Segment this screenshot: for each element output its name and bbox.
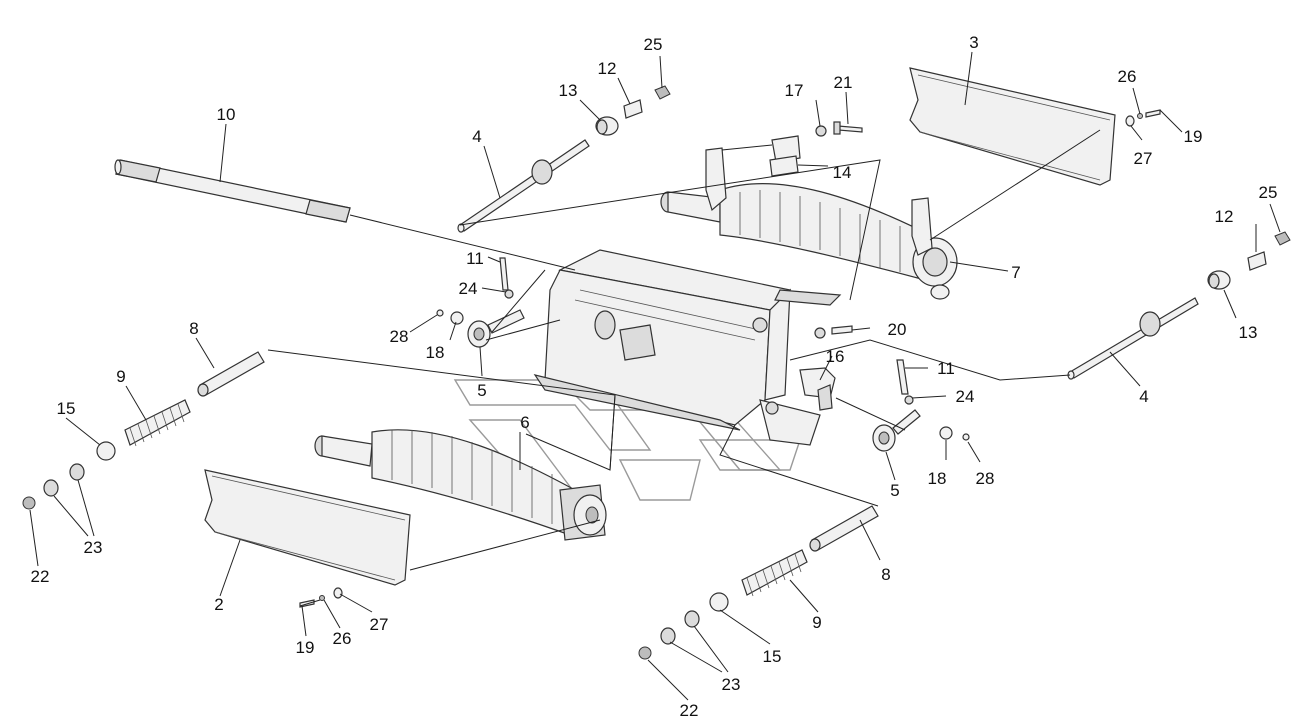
callout-27b: 27 bbox=[370, 615, 389, 634]
washer-20 bbox=[814, 325, 853, 339]
washer-18-right bbox=[939, 426, 953, 440]
callout-23a: 23 bbox=[84, 538, 103, 557]
callout-18b: 18 bbox=[928, 469, 947, 488]
nut-26-top bbox=[1137, 113, 1143, 119]
ring-28-right bbox=[962, 433, 970, 441]
shield-3 bbox=[909, 67, 1116, 186]
shaft-10 bbox=[114, 159, 351, 223]
callout-5b: 5 bbox=[890, 481, 899, 500]
callout-17: 17 bbox=[785, 81, 804, 100]
callout-11a: 11 bbox=[466, 249, 484, 268]
callout-14: 14 bbox=[833, 163, 852, 182]
callout-25a: 25 bbox=[644, 35, 663, 54]
roller-7 bbox=[660, 147, 958, 300]
lever-16 bbox=[799, 367, 836, 411]
pin-11-left bbox=[499, 257, 509, 291]
callout-12a: 12 bbox=[598, 59, 617, 78]
washer-27-bottom bbox=[333, 587, 343, 599]
pin-11-right bbox=[896, 359, 909, 395]
callout-15a: 15 bbox=[57, 399, 76, 418]
callout-21: 21 bbox=[834, 73, 853, 92]
bolt-21 bbox=[833, 121, 863, 135]
callout-26b: 26 bbox=[333, 629, 352, 648]
washer-17 bbox=[815, 125, 827, 137]
leader-lines bbox=[29, 51, 1281, 701]
nut-23-left-1 bbox=[69, 463, 85, 481]
nut-25-right bbox=[1274, 231, 1291, 246]
callout-12b: 12 bbox=[1215, 207, 1234, 226]
clip-12-top bbox=[623, 99, 643, 119]
nut-22-right bbox=[638, 646, 652, 660]
callout-19b: 19 bbox=[296, 638, 315, 657]
callout-13a: 13 bbox=[559, 81, 578, 100]
rod-8-right bbox=[809, 505, 879, 552]
callout-15b: 15 bbox=[763, 647, 782, 666]
nut-23-right-2 bbox=[660, 627, 676, 645]
washer-18-left bbox=[450, 311, 464, 325]
callout-4b: 4 bbox=[1139, 387, 1148, 406]
nut-24-right bbox=[904, 395, 914, 405]
callout-28a: 28 bbox=[390, 327, 409, 346]
bushing-13-top bbox=[595, 116, 619, 136]
bushing-13-right bbox=[1207, 270, 1231, 290]
washer-15-right bbox=[709, 592, 729, 612]
callout-13b: 13 bbox=[1239, 323, 1258, 342]
spring-9-right bbox=[741, 549, 808, 597]
nut-23-left-2 bbox=[43, 479, 59, 497]
washer-15-left bbox=[96, 441, 116, 461]
callout-labels: 25 12 13 4 10 3 17 21 14 26 27 19 25 12 … bbox=[31, 33, 1278, 720]
washer-27-top bbox=[1125, 115, 1135, 127]
callout-19a: 19 bbox=[1184, 127, 1203, 146]
callout-7: 7 bbox=[1011, 263, 1020, 282]
callout-8a: 8 bbox=[189, 319, 198, 338]
callout-25b: 25 bbox=[1259, 183, 1278, 202]
callout-22b: 22 bbox=[680, 701, 699, 720]
callout-11b: 11 bbox=[937, 359, 955, 378]
callout-20: 20 bbox=[888, 320, 907, 339]
callout-28b: 28 bbox=[976, 469, 995, 488]
callout-22a: 22 bbox=[31, 567, 50, 586]
callout-9b: 9 bbox=[812, 613, 821, 632]
callout-9a: 9 bbox=[116, 367, 125, 386]
bolt-19-top bbox=[1145, 109, 1161, 118]
clip-12-right bbox=[1247, 251, 1267, 271]
callout-16: 16 bbox=[826, 347, 845, 366]
bearing-5-right bbox=[872, 409, 921, 452]
spring-9-left bbox=[124, 399, 191, 447]
ring-28-left bbox=[436, 309, 444, 317]
callout-6: 6 bbox=[520, 413, 529, 432]
frame-housing bbox=[533, 249, 842, 446]
nut-24-left bbox=[504, 289, 514, 299]
callout-2: 2 bbox=[214, 595, 223, 614]
bracket-14 bbox=[769, 135, 801, 177]
shaft-4-right bbox=[1067, 297, 1199, 380]
callout-18a: 18 bbox=[426, 343, 445, 362]
callout-24b: 24 bbox=[956, 387, 975, 406]
nut-22-left bbox=[22, 496, 36, 510]
shield-2 bbox=[204, 469, 411, 586]
callout-10: 10 bbox=[217, 105, 236, 124]
nut-25-top bbox=[654, 85, 671, 100]
callout-4a: 4 bbox=[472, 127, 481, 146]
callout-8b: 8 bbox=[881, 565, 890, 584]
callout-5a: 5 bbox=[477, 381, 486, 400]
callout-26a: 26 bbox=[1118, 67, 1137, 86]
nut-26-bottom bbox=[319, 595, 325, 601]
callout-27a: 27 bbox=[1134, 149, 1153, 168]
bearing-5-left bbox=[467, 309, 525, 348]
nut-23-right-1 bbox=[684, 610, 700, 628]
callout-3: 3 bbox=[969, 33, 978, 52]
callout-23b: 23 bbox=[722, 675, 741, 694]
callout-24a: 24 bbox=[459, 279, 478, 298]
shaft-4-top bbox=[457, 139, 590, 233]
rod-8-left bbox=[197, 351, 265, 397]
